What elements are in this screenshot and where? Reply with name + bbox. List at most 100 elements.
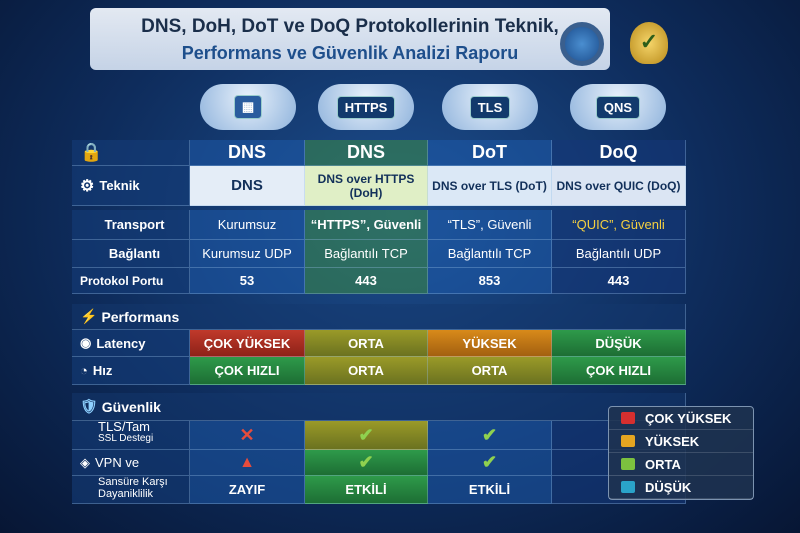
cell: DÜŞÜK [552, 330, 686, 357]
legend-label: DÜŞÜK [645, 479, 692, 495]
row-label: Bağlantı [72, 240, 190, 268]
cell: ORTA [305, 330, 428, 357]
page-title: DNS, DoH, DoT ve DoQ Protokollerinin Tek… [0, 14, 700, 66]
cell: “HTTPS”, Güvenli [305, 210, 428, 240]
column-header: DNS [190, 140, 305, 166]
cloud-label: HTTPS [336, 95, 396, 119]
magnifier-globe-icon [560, 22, 604, 66]
server-cloud-icon: ▦ [200, 84, 296, 130]
legend-label: YÜKSEK [645, 433, 700, 449]
cell: ETKİLİ [428, 476, 552, 504]
swatch [621, 435, 635, 447]
legend-item: ORTA [609, 453, 753, 476]
row-label: ◉ Latency [72, 330, 190, 357]
legend-label: ORTA [645, 456, 681, 472]
title-line-1: DNS, DoH, DoT ve DoQ Protokollerinin Tek… [141, 16, 559, 37]
column-header: DNS [305, 140, 428, 166]
performans-section: ⚡Performans [72, 304, 686, 330]
cell: ORTA [305, 357, 428, 385]
row-label: Transport [72, 210, 190, 240]
baglanti-row: Bağlantı Kurumsuz UDP Bağlantılı TCP Bağ… [72, 240, 686, 268]
label-text: Latency [96, 335, 146, 351]
https-cloud-icon: HTTPS [318, 84, 414, 130]
legend-item: DÜŞÜK [609, 476, 753, 499]
title-line-2: Performans ve Güvenlik Analizi Raporu [181, 43, 519, 63]
cell: DNS over QUIC (DoQ) [552, 166, 686, 206]
check-icon: ✔ [305, 450, 428, 476]
header-row: 🔒 DNS DNS DoT DoQ [72, 140, 686, 166]
title-banner [90, 8, 610, 70]
cell: Bağlantılı TCP [305, 240, 428, 268]
label-text: VPN ve [95, 455, 140, 470]
cell: “TLS”, Güvenli [428, 210, 552, 240]
cell: “QUIC”, Güvenli [552, 210, 686, 240]
cell: DNS [190, 166, 305, 206]
row-label: ◔ Hız [72, 357, 190, 385]
cell: ÇOK HIZLI [190, 357, 305, 385]
column-header: DoQ [552, 140, 686, 166]
transport-row: Transport Kurumsuz “HTTPS”, Güvenli “TLS… [72, 210, 686, 240]
teknik-row: ⚙Teknik DNS DNS over HTTPS (DoH) DNS ove… [72, 166, 686, 206]
cell: ETKİLİ [305, 476, 428, 504]
hiz-row: ◔ Hız ÇOK HIZLI ORTA ORTA ÇOK HIZLI [72, 357, 686, 385]
cloud-label: TLS [469, 95, 511, 119]
swatch [621, 481, 635, 493]
column-header: DoT [428, 140, 552, 166]
shield-lock-icon: 🔒 [72, 140, 190, 166]
row-label: Protokol Portu [72, 268, 190, 294]
cell: Kurumsuz [190, 210, 305, 240]
cell: 443 [552, 268, 686, 294]
clock-icon: ◉ [80, 335, 92, 350]
section-header: 🛡Güvenlik [72, 393, 686, 421]
cell: 443 [305, 268, 428, 294]
legend-item: YÜKSEK [609, 430, 753, 453]
cross-icon: ✕ [190, 421, 305, 450]
section-header: ⚡Performans [72, 304, 686, 330]
lightning-icon: ⚡ [80, 308, 98, 324]
check-icon: ✔ [428, 450, 552, 476]
cell: 53 [190, 268, 305, 294]
swatch [621, 458, 635, 470]
legend-item: ÇOK YÜKSEK [609, 407, 753, 430]
speedometer-icon: ◔ [80, 363, 88, 378]
row-label: ◈ VPN ve [72, 450, 190, 476]
cell: Bağlantılı UDP [552, 240, 686, 268]
label-text: Hız [92, 363, 113, 378]
cell: DNS over TLS (DoT) [428, 166, 552, 206]
cell: 853 [428, 268, 552, 294]
gear-icon: ⚙ [80, 177, 95, 195]
label-text: Sansüre Karşı [98, 476, 168, 488]
port-row: Protokol Portu 53 443 853 443 [72, 268, 686, 294]
label-text: Güvenlik [101, 398, 161, 415]
swatch [621, 412, 635, 424]
tls-cloud-icon: TLS [442, 84, 538, 130]
cell: Bağlantılı TCP [428, 240, 552, 268]
guvenlik-section: 🛡Güvenlik [72, 393, 686, 421]
cell: ÇOK YÜKSEK [190, 330, 305, 357]
latency-row: ◉ Latency ÇOK YÜKSEK ORTA YÜKSEK DÜŞÜK [72, 330, 686, 357]
label-text: TLS/Tam [98, 419, 151, 434]
label-subtext: Dayaniklilik [98, 488, 154, 500]
cell: ZAYIF [190, 476, 305, 504]
label-text: Teknik [99, 178, 140, 193]
check-icon: ✔ [305, 421, 428, 450]
shield-lock-icon: 🛡 [80, 398, 98, 414]
legend: ÇOK YÜKSEK YÜKSEK ORTA DÜŞÜK [608, 406, 754, 500]
cell: ORTA [428, 357, 552, 385]
row-label: ⚙ Teknik [72, 166, 190, 206]
cell: YÜKSEK [428, 330, 552, 357]
cell: Kurumsuz UDP [190, 240, 305, 268]
label-text: Performans [101, 308, 180, 325]
vpn-row: ◈ VPN ve ▲ ✔ ✔ [72, 450, 686, 476]
cell: ÇOK HIZLI [552, 357, 686, 385]
vpn-icon: ◈ [80, 454, 90, 470]
qns-cloud-icon: QNS [570, 84, 666, 130]
warning-icon: ▲ [190, 450, 305, 476]
label-subtext: SSL Destegi [98, 433, 154, 444]
legend-label: ÇOK YÜKSEK [645, 410, 732, 426]
lightbulb-check-icon: ✓ [630, 22, 668, 64]
